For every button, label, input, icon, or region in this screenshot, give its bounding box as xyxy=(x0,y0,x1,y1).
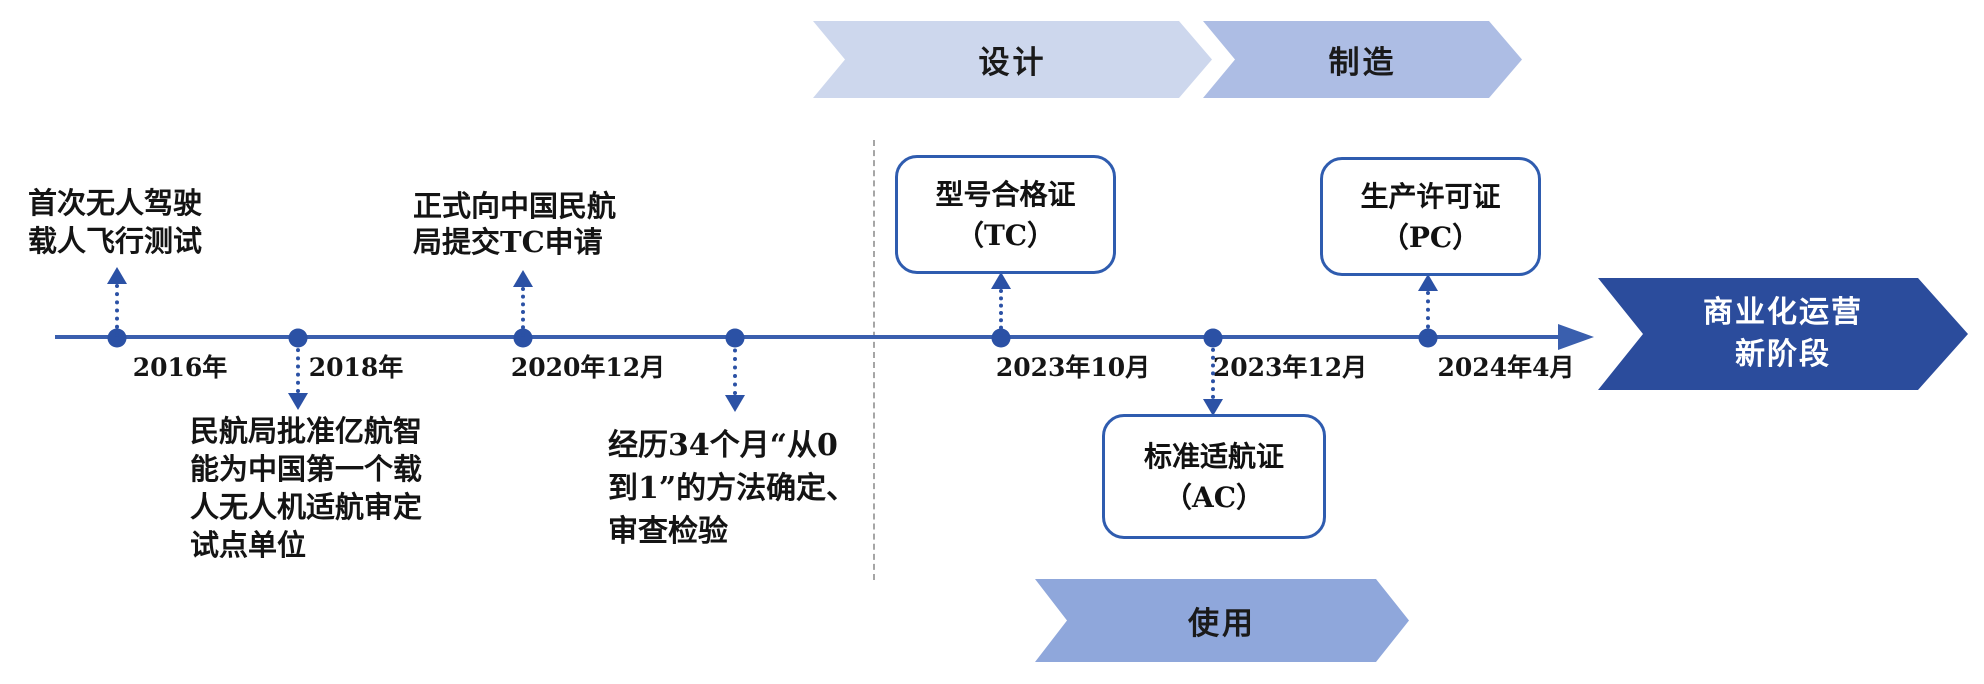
arrow-stem xyxy=(1211,340,1215,399)
certificate-box-ac: 标准适航证 （AC） xyxy=(1102,414,1326,539)
dotted-arrow-down-method xyxy=(724,340,746,412)
timeline-dot-method-review xyxy=(725,328,745,348)
certificate-box-tc: 型号合格证 （TC） xyxy=(895,155,1116,274)
note-line: 试点单位 xyxy=(190,528,307,562)
arrow-up-head-icon xyxy=(513,270,533,287)
date-label-2018: 2018年 xyxy=(308,353,404,382)
date-label-2023-10: 2023年10月 xyxy=(995,353,1151,382)
dotted-arrow-down-2018 xyxy=(287,340,309,410)
arrow-stem xyxy=(115,284,119,337)
stage-banner-use-label: 使用 xyxy=(1188,606,1256,642)
dotted-arrow-up-pc xyxy=(1417,274,1439,337)
arrow-stem xyxy=(733,340,737,395)
date-label-2024-4: 2024年4月 xyxy=(1437,353,1575,382)
arrow-up-head-icon xyxy=(991,272,1011,289)
arrow-down-head-icon xyxy=(1203,399,1223,416)
note-line: 局提交TC申请 xyxy=(413,225,603,259)
certificate-pc-code: （PC） xyxy=(1380,220,1481,254)
note-line: 载人飞行测试 xyxy=(28,224,203,258)
timeline-dot-2016 xyxy=(107,328,127,348)
timeline-dot-2020-12 xyxy=(513,328,533,348)
note-line: 经历34个月“从0 xyxy=(608,428,838,463)
stage-banner-design-label: 设计 xyxy=(978,45,1047,81)
arrow-down-head-icon xyxy=(288,393,308,410)
note-method-review: 经历34个月“从0 到1”的方法确定、 审查检验 xyxy=(608,424,856,553)
dotted-arrow-down-ac xyxy=(1202,340,1224,416)
certificate-ac-name: 标准适航证 xyxy=(1143,439,1284,473)
note-line: 审查检验 xyxy=(608,514,728,549)
timeline-dot-2018 xyxy=(288,328,308,348)
note-line: 首次无人驾驶 xyxy=(28,186,203,220)
timeline-dot-2024-4 xyxy=(1418,328,1438,348)
timeline-dot-2023-12 xyxy=(1203,328,1223,348)
timeline-axis xyxy=(55,335,1560,339)
certificate-tc-name: 型号合格证 xyxy=(935,177,1076,211)
note-line: 到1”的方法确定、 xyxy=(608,471,857,506)
timeline-arrowhead-icon xyxy=(1558,324,1594,350)
certificate-ac-code: （AC） xyxy=(1163,480,1264,514)
note-line: 能为中国第一个载 xyxy=(190,452,423,486)
date-label-2020-12: 2020年12月 xyxy=(510,353,666,382)
date-label-2016: 2016年 xyxy=(132,353,228,382)
stage-banner-use: 使用 xyxy=(1035,579,1409,662)
certificate-tc-code: （TC） xyxy=(955,218,1056,252)
arrow-stem xyxy=(999,289,1003,337)
arrow-stem xyxy=(296,340,300,393)
arrow-up-head-icon xyxy=(1418,274,1438,291)
stage-banner-design: 设计 xyxy=(813,21,1212,98)
final-stage-line1: 商业化运营 xyxy=(1703,295,1863,330)
arrow-stem xyxy=(521,287,525,337)
arrow-up-head-icon xyxy=(107,267,127,284)
arrow-stem xyxy=(1426,291,1430,337)
note-pilot-unit: 民航局批准亿航智 能为中国第一个载 人无人机适航审定 试点单位 xyxy=(190,412,422,564)
certificate-pc-name: 生产许可证 xyxy=(1360,179,1501,213)
dotted-arrow-up-tc xyxy=(990,272,1012,337)
note-tc-application: 正式向中国民航 局提交TC申请 xyxy=(413,188,616,260)
stage-banner-manufacture: 制造 xyxy=(1203,21,1522,98)
timeline-dot-2023-10 xyxy=(991,328,1011,348)
phase-divider-dashed-line xyxy=(873,140,875,580)
note-line: 人无人机适航审定 xyxy=(190,490,423,524)
note-line: 正式向中国民航 xyxy=(413,189,617,223)
stage-banner-manufacture-label: 制造 xyxy=(1328,45,1397,81)
final-stage-line2: 新阶段 xyxy=(1735,337,1831,372)
arrow-down-head-icon xyxy=(725,395,745,412)
note-line: 民航局批准亿航智 xyxy=(190,414,423,448)
dotted-arrow-up-2016 xyxy=(106,267,128,337)
note-first-flight: 首次无人驾驶 载人飞行测试 xyxy=(28,184,202,260)
certificate-box-pc: 生产许可证 （PC） xyxy=(1320,157,1541,276)
date-label-2023-12: 2023年12月 xyxy=(1212,353,1368,382)
final-stage-arrow: 商业化运营 新阶段 xyxy=(1598,278,1968,390)
dotted-arrow-up-2020 xyxy=(512,270,534,337)
